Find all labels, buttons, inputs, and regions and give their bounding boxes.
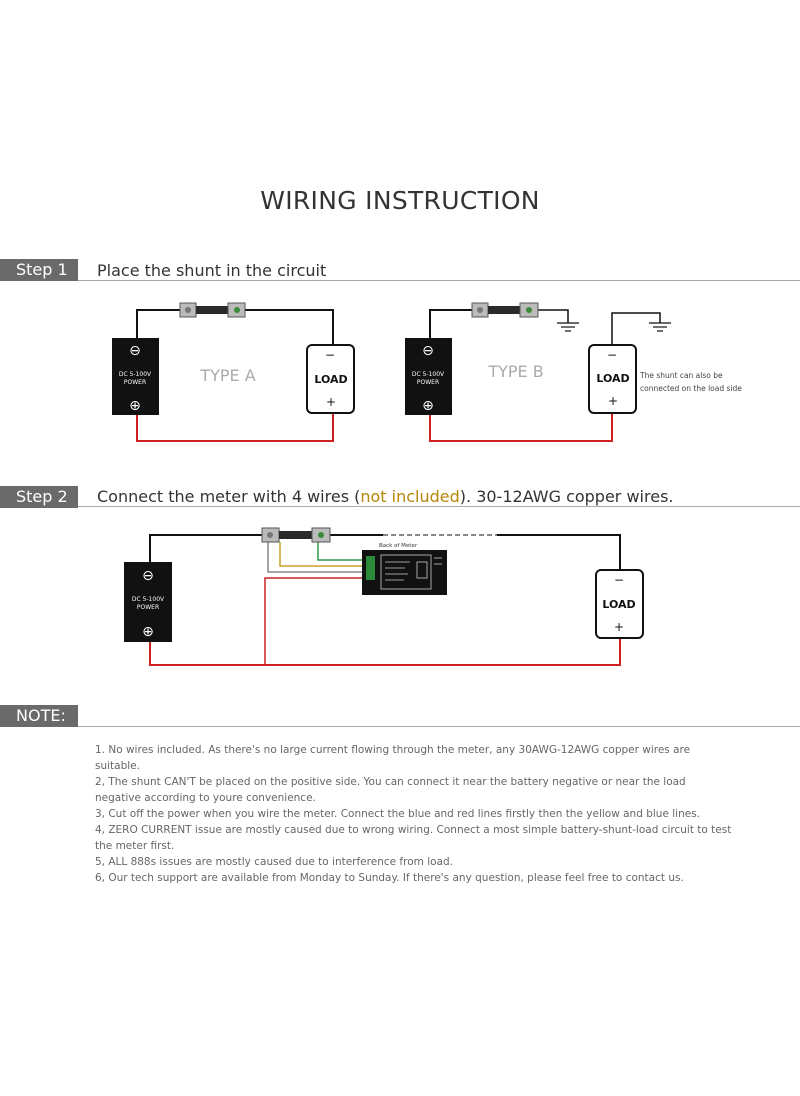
power-label: POWER [124,379,146,386]
note-divider [0,726,800,727]
not-included-highlight: not included [360,487,460,506]
step2-positive-wire [149,638,621,666]
step2-instruction: Connect the meter with 4 wires (not incl… [97,487,674,506]
svg-text:POWER: POWER [137,604,159,611]
svg-text:DC 5-100V: DC 5-100V [132,596,165,603]
page-title: WIRING INSTRUCTION [260,186,540,215]
load-side-note-line2: connected on the load side [640,384,742,393]
step1-tag: Step 1 [0,259,78,281]
ground-symbol-2 [649,322,671,332]
note-line: negative according to youre convenience. [95,792,316,804]
note-line: 2, The shunt CAN'T be placed on the posi… [95,776,686,788]
note-line: 4, ZERO CURRENT issue are mostly caused … [95,824,732,836]
notes-list: 1. No wires included. As there's no larg… [95,742,735,886]
load-label: LOAD [314,373,347,386]
svg-text:⊖: ⊖ [142,568,154,584]
note-line: the meter first. [95,840,175,852]
type-b-load: − LOAD + [588,344,637,414]
type-a-shunt [179,302,246,318]
step1-instruction: Place the shunt in the circuit [97,261,327,280]
step2-diagram: Back of Meter ⊖ DC 5-100V POWER ⊕ − LOAD… [124,527,644,666]
positive-terminal-symbol: ⊕ [129,398,141,414]
negative-terminal-symbol: ⊖ [129,343,141,359]
type-a-positive-wire [136,413,334,442]
meter-red-wire [264,577,368,665]
type-b-negative-wire-left [429,309,472,340]
meter-yellow-wire [279,542,368,567]
svg-text:+: + [608,394,618,408]
meter-caption: Back of Meter [379,543,418,549]
type-b-positive-wire [429,413,613,442]
svg-text:DC 5-100V: DC 5-100V [412,371,445,378]
step2-shunt [261,527,331,543]
ground-symbol-1 [557,322,579,332]
step2-divider [0,506,800,507]
svg-text:+: + [614,620,624,634]
svg-text:POWER: POWER [417,379,439,386]
type-b-power-supply: ⊖ DC 5-100V POWER ⊕ [405,338,452,415]
load-side-note-line1: The shunt can also be [639,371,723,380]
meter-green-wire [317,542,368,561]
svg-text:⊕: ⊕ [142,624,154,640]
note-line: 5, ALL 888s issues are mostly caused due… [95,856,453,868]
svg-text:+: + [326,395,336,409]
meter-back [362,550,447,595]
svg-text:−: − [614,573,624,587]
step1-diagram: ⊖ DC 5-100V POWER ⊕ TYPE A − LOAD + [112,302,742,442]
type-b-ground-wire [538,309,569,323]
note-line: 1. No wires included. As there's no larg… [95,744,691,772]
svg-text:LOAD: LOAD [602,598,635,611]
type-a-negative-wire-left [136,309,180,340]
type-a-label: TYPE A [199,366,255,385]
type-b-shunt [471,302,539,318]
svg-text:LOAD: LOAD [596,372,629,385]
svg-text:⊕: ⊕ [422,398,434,414]
type-b-label: TYPE B [487,362,543,381]
type-a-load: − LOAD + [306,344,355,414]
step2-negative-wire-left [149,534,262,562]
note-line: 6, Our tech support are available from M… [95,872,684,884]
step2-tag: Step 2 [0,486,78,508]
step2-power-supply: ⊖ DC 5-100V POWER ⊕ [124,562,172,642]
power-voltage-label: DC 5-100V [119,371,152,378]
type-a-negative-wire-right [245,309,334,345]
note-line: 3, Cut off the power when you wire the m… [95,808,701,820]
svg-text:−: − [325,348,335,362]
type-a-circuit: ⊖ DC 5-100V POWER ⊕ TYPE A − LOAD + [112,302,355,442]
type-b-load-ground-wire [611,312,661,345]
step2-negative-wire-right [497,534,621,570]
type-b-circuit: ⊖ DC 5-100V POWER ⊕ TYPE B − LOAD + The … [405,302,742,442]
note-tag: NOTE: [0,705,78,727]
step1-divider [0,280,800,281]
step2-load: − LOAD + [595,569,644,639]
svg-text:−: − [607,348,617,362]
meter-grey-wire [267,542,368,573]
svg-text:⊖: ⊖ [422,343,434,359]
type-a-power-supply: ⊖ DC 5-100V POWER ⊕ [112,338,159,415]
